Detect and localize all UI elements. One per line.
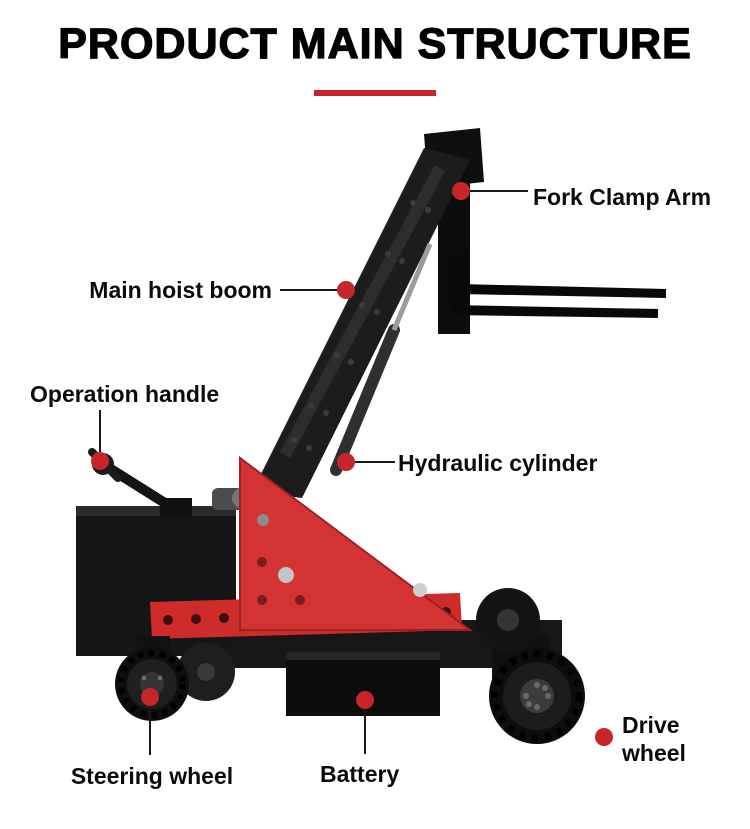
label-main-hoist-boom: Main hoist boom bbox=[89, 277, 272, 303]
label-fork-clamp-arm: Fork Clamp Arm bbox=[533, 184, 712, 210]
rear-motor-wheel-shape bbox=[476, 588, 540, 652]
label-battery: Battery bbox=[320, 761, 400, 787]
marker-dot-main-hoist-boom bbox=[337, 281, 355, 299]
drive-wheel-shape bbox=[489, 648, 585, 744]
connector-battery bbox=[364, 710, 366, 754]
label-steering-wheel: Steering wheel bbox=[70, 763, 234, 789]
marker-dot-steering-wheel bbox=[141, 688, 159, 706]
connector-fork-clamp-arm bbox=[470, 190, 528, 192]
connector-main-hoist-boom bbox=[280, 289, 338, 291]
marker-dot-operation-handle bbox=[91, 452, 109, 470]
main-boom-shape bbox=[252, 148, 470, 498]
label-hydraulic-cylinder: Hydraulic cylinder bbox=[398, 450, 598, 476]
label-operation-handle: Operation handle bbox=[30, 381, 220, 407]
red-frame-plate-shape bbox=[239, 456, 474, 631]
title-underline bbox=[314, 90, 436, 96]
marker-dot-fork-clamp-arm bbox=[452, 182, 470, 200]
page-title: PRODUCT MAIN STRUCTURE bbox=[58, 19, 692, 68]
marker-dot-drive-wheel bbox=[595, 728, 613, 746]
marker-dot-hydraulic-cylinder bbox=[337, 453, 355, 471]
steering-wheels-shape bbox=[115, 636, 235, 721]
connector-steering-wheel bbox=[149, 707, 151, 755]
connector-hydraulic-cylinder bbox=[355, 461, 395, 463]
hydraulic-cylinder-shape bbox=[330, 243, 433, 476]
marker-dot-battery bbox=[356, 691, 374, 709]
connector-operation-handle bbox=[99, 410, 101, 452]
label-drive-wheel: Drive wheel bbox=[622, 712, 686, 766]
